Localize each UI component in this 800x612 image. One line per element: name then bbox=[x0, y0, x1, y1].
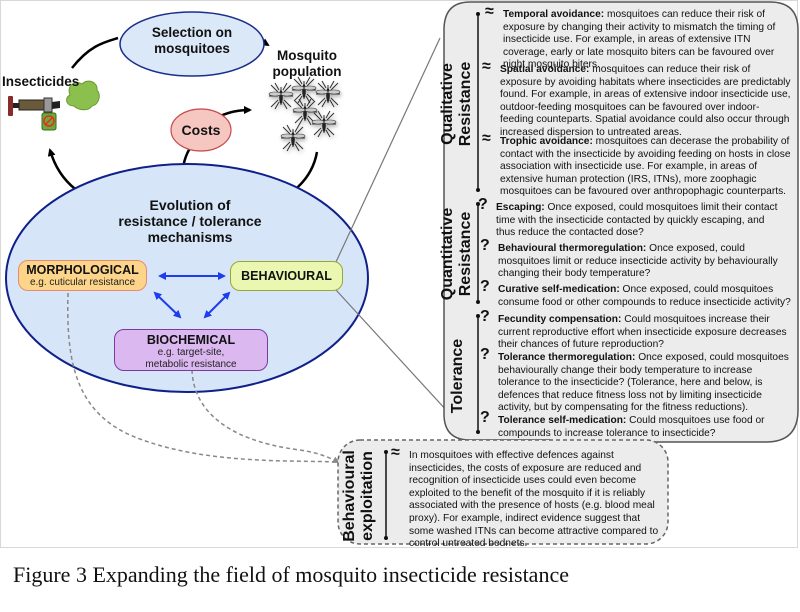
morphological-title: MORPHOLOGICAL bbox=[26, 263, 139, 277]
qualitative-item-spatial: ≈ Spatial avoidance: mosquitoes can redu… bbox=[482, 59, 792, 140]
item-title: Behavioural thermoregulation: bbox=[498, 243, 647, 254]
item-text: Once exposed, could mosquitoes limit the… bbox=[496, 202, 778, 239]
figure-caption: Figure 3 Expanding the field of mosquito… bbox=[13, 562, 569, 587]
biochemical-sub2: metabolic resistance bbox=[145, 359, 237, 370]
biochemical-box: BIOCHEMICAL e.g. target-site, metabolic … bbox=[114, 329, 268, 371]
morphological-sub: e.g. cuticular resistance bbox=[29, 277, 136, 288]
tolerance-label-text: Tolerance bbox=[449, 338, 466, 414]
callout-line-upper bbox=[335, 37, 441, 263]
question-icon: ? bbox=[480, 278, 490, 295]
selection-line2: mosquitoes bbox=[154, 40, 230, 56]
insecticides-label: Insecticides bbox=[2, 74, 80, 89]
morphological-box: MORPHOLOGICAL e.g. cuticular resistance bbox=[18, 260, 147, 291]
quantitative-item-self-medication: ? Curative self-medication: Once exposed… bbox=[480, 279, 794, 309]
arrow-insecticides-to-selection bbox=[71, 36, 119, 69]
range-bar-tips bbox=[384, 12, 480, 540]
insecticide-sprayer-icon bbox=[8, 80, 100, 131]
behavioural-box: BEHAVIOURAL bbox=[230, 261, 343, 291]
question-icon: ? bbox=[480, 409, 490, 426]
biochemical-title: BIOCHEMICAL bbox=[146, 333, 236, 347]
quantitative-item-escaping: ? Escaping: Once exposed, could mosquito… bbox=[478, 197, 786, 240]
quantitative-label-line2: Resistance bbox=[457, 211, 474, 297]
question-icon: ? bbox=[478, 196, 488, 213]
tolerance-item-thermoregulation: ? Tolerance thermoregulation: Once expos… bbox=[480, 347, 794, 415]
selection-line1: Selection on bbox=[151, 25, 233, 40]
approx-icon: ≈ bbox=[482, 130, 491, 147]
costs-node: Costs bbox=[181, 122, 221, 138]
tolerance-item-fecundity: ? Fecundity compensation: Could mosquito… bbox=[480, 309, 788, 352]
arrow-costs-to-population bbox=[219, 106, 252, 118]
selection-node: Selection on mosquitoes bbox=[122, 25, 262, 56]
costs-node-shape bbox=[170, 108, 232, 152]
quantitative-label-line1: Quantitative bbox=[439, 207, 456, 301]
population-line2: population bbox=[272, 63, 342, 79]
dashed-connector-biochem bbox=[191, 369, 340, 463]
exploitation-text: ≈ In mosquitoes with effective defences … bbox=[391, 445, 663, 551]
item-text: Could mosquitoes increase their current … bbox=[498, 314, 787, 351]
mosquito-icon bbox=[280, 124, 306, 152]
tolerance-label: Tolerance bbox=[449, 326, 469, 426]
question-icon: ? bbox=[480, 308, 490, 325]
mosquito-icon bbox=[268, 82, 294, 110]
mosquito-icon bbox=[291, 76, 317, 104]
mosquito-icon bbox=[311, 110, 337, 138]
exploitation-body: In mosquitoes with effective defences ag… bbox=[409, 450, 659, 550]
selection-node-shape bbox=[119, 11, 265, 77]
item-text: Could mosquitoes use food or compounds t… bbox=[498, 415, 765, 439]
arrow-behav-biochem bbox=[203, 291, 231, 319]
evolution-line1: Evolution of bbox=[149, 197, 231, 213]
qualitative-item-temporal: ≈ Temporal avoidance: mosquitoes can red… bbox=[485, 4, 789, 72]
item-text: Once exposed, could mosquitoes behaviour… bbox=[498, 352, 789, 414]
item-title: Trophic avoidance: bbox=[500, 136, 593, 147]
population-label: Mosquito population bbox=[262, 48, 352, 79]
dashed-connector-morph bbox=[67, 292, 339, 463]
arrow-morph-biochem bbox=[153, 291, 182, 319]
exploitation-box-shape bbox=[337, 439, 669, 545]
qualitative-label-line2: Resistance bbox=[457, 61, 474, 147]
evolution-line2: resistance / tolerance bbox=[118, 213, 262, 229]
qualitative-item-trophic: ≈ Trophic avoidance: mosquitoes can dece… bbox=[482, 131, 792, 199]
approx-icon: ≈ bbox=[391, 444, 400, 461]
exploitation-label-line2: exploitation bbox=[359, 451, 376, 541]
item-text: Once exposed, could mosquitoes consume f… bbox=[498, 284, 791, 308]
item-title: Temporal avoidance: bbox=[503, 9, 605, 20]
item-title: Curative self-medication: bbox=[498, 284, 620, 295]
item-title: Tolerance thermoregulation: bbox=[498, 352, 636, 363]
item-title: Spatial avoidance: bbox=[500, 64, 590, 75]
behavioural-title: BEHAVIOURAL bbox=[241, 269, 332, 283]
question-icon: ? bbox=[480, 237, 490, 254]
qualitative-resistance-label: Qualitative Resistance bbox=[439, 39, 479, 169]
item-text: mosquitoes can reduce their risk of expo… bbox=[503, 9, 776, 71]
item-text: Once exposed, could mosquitoes limit or … bbox=[498, 243, 778, 280]
question-icon: ? bbox=[480, 346, 490, 363]
item-text: mosquitoes can reduce their risk of expo… bbox=[500, 64, 791, 138]
mosquito-icon bbox=[315, 80, 341, 108]
population-line1: Mosquito bbox=[277, 48, 337, 63]
quantitative-resistance-label: Quantitative Resistance bbox=[439, 189, 479, 319]
evolution-label: Evolution of resistance / tolerance mech… bbox=[100, 197, 280, 245]
item-text: mosquitoes can decerase the probability … bbox=[500, 136, 791, 198]
item-title: Fecundity compensation: bbox=[498, 314, 622, 325]
behavioural-exploitation-label: Behavioural exploitation bbox=[341, 446, 381, 546]
tolerance-item-self-medication: ? Tolerance self-medication: Could mosqu… bbox=[480, 410, 788, 440]
mosquito-icon bbox=[292, 98, 318, 126]
approx-icon: ≈ bbox=[485, 3, 494, 20]
quantitative-item-thermoregulation: ? Behavioural thermoregulation: Once exp… bbox=[480, 238, 794, 281]
approx-icon: ≈ bbox=[482, 58, 491, 75]
biochemical-sub1: e.g. target-site, bbox=[157, 347, 225, 358]
exploitation-label-line1: Behavioural bbox=[341, 450, 358, 542]
item-title: Tolerance self-medication: bbox=[498, 415, 627, 426]
mosquito-population-icon bbox=[268, 76, 341, 152]
item-title: Escaping: bbox=[496, 202, 545, 213]
qualitative-label-line1: Qualitative bbox=[439, 63, 456, 145]
evolution-line3: mechanisms bbox=[147, 229, 233, 245]
